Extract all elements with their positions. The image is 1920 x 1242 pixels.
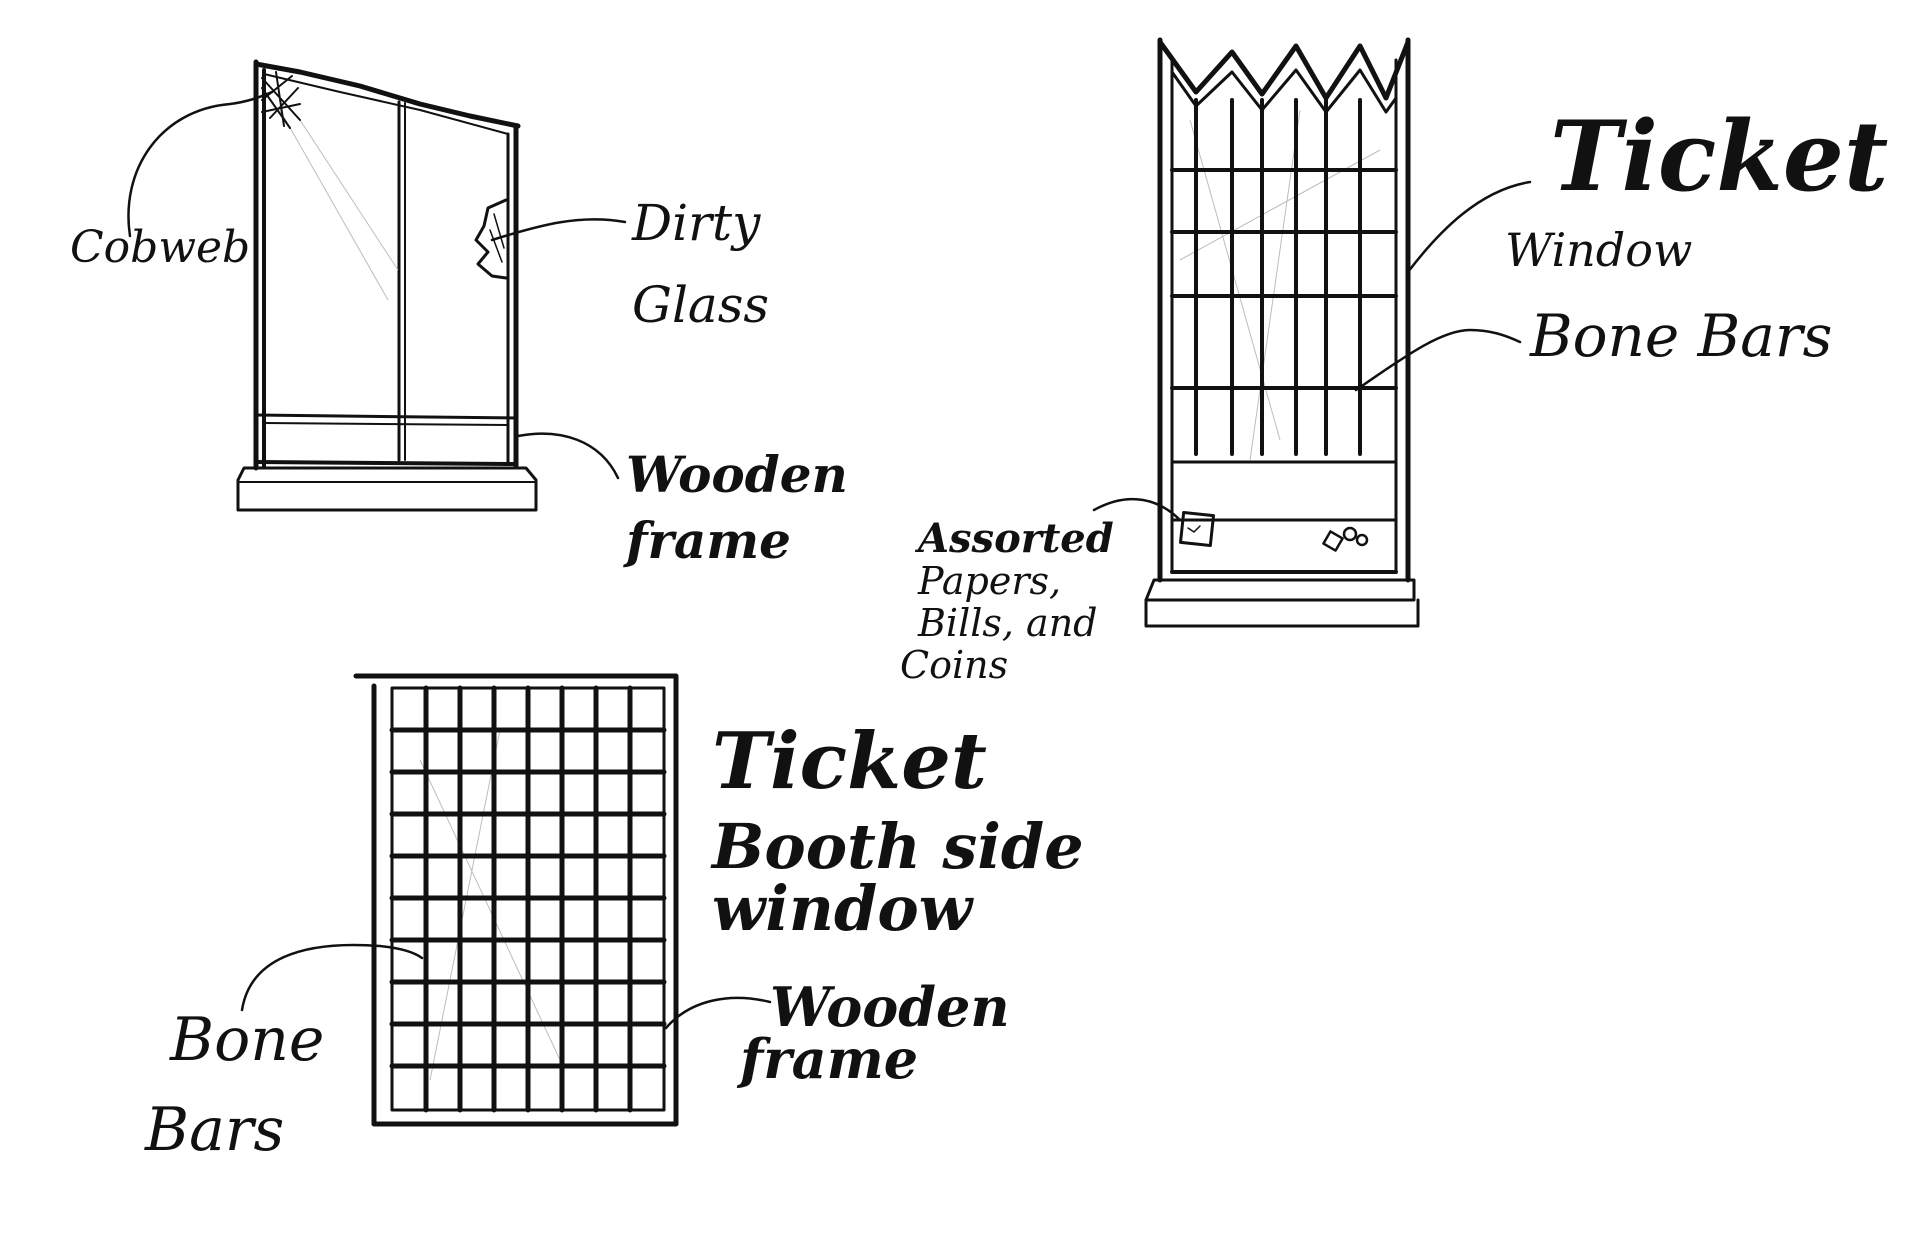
ticket-window-title: Ticket <box>1550 100 1888 213</box>
wooden-frame-label-2-line1: Wooden <box>770 975 1010 1039</box>
wooden-frame-leader-1 <box>516 432 620 480</box>
dirty-window-sketch: Cobweb Dirty Glass Wooden frame <box>70 59 848 570</box>
dirty-glass-label-line1: Dirty <box>631 194 761 252</box>
cobweb-label: Cobweb <box>70 222 250 273</box>
ticket-window-leader <box>1406 180 1532 274</box>
bone-bars-label-2-line1: Bone <box>169 1005 324 1075</box>
dirty-glass-label-line2: Glass <box>632 276 769 334</box>
booth-title-line2: Booth side <box>710 810 1084 883</box>
wooden-frame-label-1-line1: Wooden <box>626 445 848 504</box>
booth-side-window-frame <box>353 673 679 1127</box>
assorted-label-line3: Bills, and <box>917 601 1098 645</box>
ticket-window-sketch: Ticket Window Bone Bars Assorted Papers,… <box>900 37 1888 687</box>
dirty-glass-leader <box>490 218 627 242</box>
ticket-window-bars <box>1170 98 1398 456</box>
cobweb-mark <box>261 71 301 129</box>
wooden-frame-label-2-line2: frame <box>736 1027 918 1091</box>
bone-bars-leader-2 <box>240 943 424 1012</box>
bone-bars-label-1: Bone Bars <box>1529 302 1832 370</box>
dirty-window-frame <box>236 59 538 512</box>
booth-title-line3: window <box>712 872 975 945</box>
cobweb-leader <box>127 90 274 238</box>
wooden-frame-leader-2 <box>664 996 772 1030</box>
assorted-label-line1: Assorted <box>914 515 1114 562</box>
ticket-window-subtitle: Window <box>1505 223 1692 277</box>
broken-glass-mark <box>474 198 508 280</box>
booth-title-line1: Ticket <box>712 716 987 807</box>
bone-bars-label-2-line2: Bars <box>144 1095 284 1165</box>
assorted-label-line2: Papers, <box>917 559 1061 603</box>
assorted-label-line4: Coins <box>900 643 1008 687</box>
ticket-window-frame <box>1144 37 1420 628</box>
bone-bars-leader-1 <box>1354 328 1522 392</box>
assorted-items <box>1179 511 1369 552</box>
booth-side-window-sketch: Ticket Booth side window Bone Bars Woode… <box>144 673 1084 1165</box>
booth-side-window-bars <box>389 685 667 1113</box>
assorted-leader <box>1092 497 1182 522</box>
wooden-frame-label-1-line2: frame <box>623 511 791 570</box>
